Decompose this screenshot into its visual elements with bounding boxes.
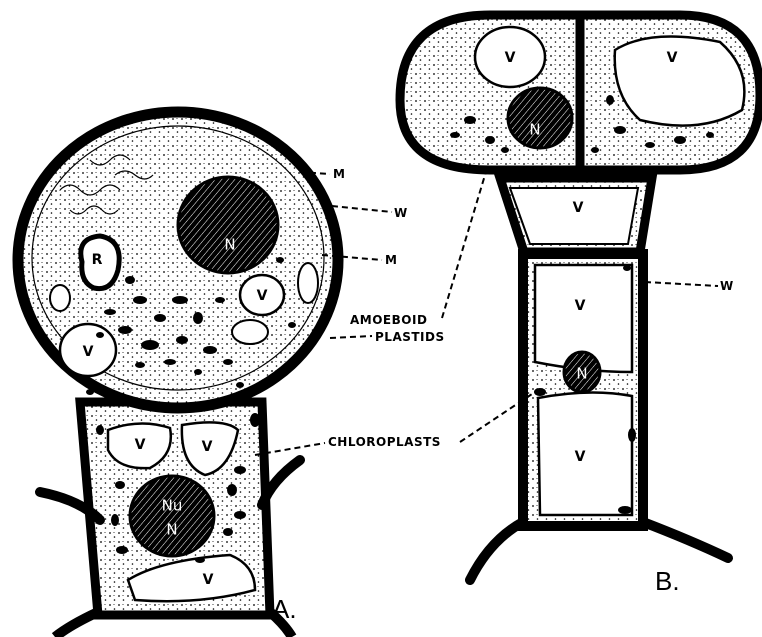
cell-a-vacuole-left-label: V bbox=[83, 344, 94, 360]
cell-a-vacuole-right-label: V bbox=[257, 288, 268, 304]
cell-b-stalk-vacuole-lower-label: V bbox=[575, 449, 586, 465]
cell-a-nu-label: Nu bbox=[162, 497, 183, 515]
cell-a-r-label: R bbox=[92, 252, 103, 268]
label-amoeboid: AMOEBOID bbox=[350, 313, 427, 327]
cell-b-stalk-nucleus-label: N bbox=[576, 365, 587, 383]
panel-label-a: A. bbox=[272, 594, 297, 624]
label-w-a: W bbox=[394, 206, 408, 220]
cell-a-nucleus-label: N bbox=[224, 236, 235, 254]
label-chloroplasts: CHLOROPLASTS bbox=[328, 435, 441, 449]
cell-b-top-vacuole-left-label: V bbox=[505, 50, 516, 66]
label-m-top: M bbox=[333, 167, 345, 181]
label-m-mid: M bbox=[385, 253, 397, 267]
cell-b-top-nucleus-label: N bbox=[529, 121, 540, 139]
cell-a-stalk-vacuole-2-label: V bbox=[202, 439, 213, 455]
cell-a-nucleus bbox=[178, 177, 278, 273]
cell-b-top-vacuole-right-label: V bbox=[667, 50, 678, 66]
cell-b-middle-vacuole-label: V bbox=[573, 200, 584, 216]
cell-a-stalk-vacuole-1-label: V bbox=[135, 437, 146, 453]
label-w-b: W bbox=[720, 279, 734, 293]
cell-b-stalk-vacuole-upper-label: V bbox=[575, 298, 586, 314]
panel-label-b: B. bbox=[655, 566, 680, 596]
cell-a bbox=[18, 112, 338, 637]
label-plastids: PLASTIDS bbox=[375, 330, 445, 344]
cell-a-stalk-nucleus-label: N bbox=[166, 521, 177, 539]
cell-a-stalk-vacuole-3-label: V bbox=[203, 572, 214, 588]
